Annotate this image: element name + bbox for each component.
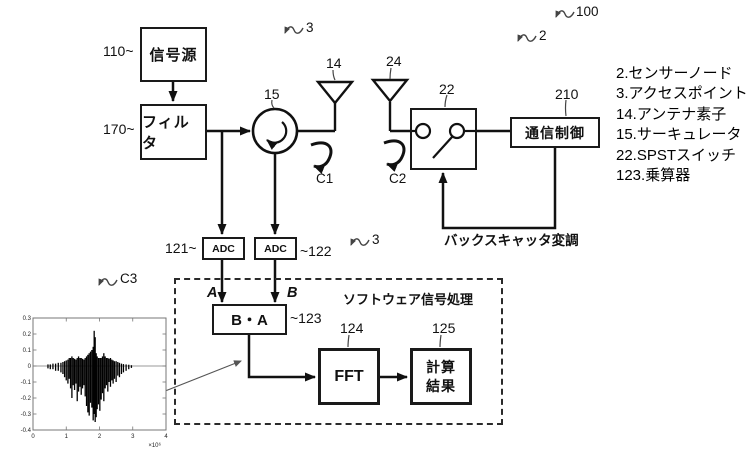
software-dsp-region — [174, 278, 503, 425]
ref-3-mid: 3 — [372, 232, 380, 247]
circulator-icon — [251, 107, 299, 155]
comm-control-block: 通信制御 — [510, 117, 600, 148]
ref-2: 2 — [539, 28, 547, 43]
port-label-b: B — [287, 285, 298, 301]
ref-c3: C3 — [120, 271, 138, 286]
ref-3-top: 3 — [306, 20, 314, 35]
ref-c2: C2 — [389, 171, 407, 186]
adc1-label: ADC — [212, 242, 235, 255]
multiplier-block: B・A — [212, 304, 287, 335]
svg-text:4: 4 — [164, 434, 168, 440]
legend-item: 22.SPSTスイッチ — [616, 146, 737, 164]
svg-text:-0.1: -0.1 — [21, 380, 32, 386]
antenna-24-icon — [370, 78, 410, 103]
ref-15: 15 — [264, 86, 280, 102]
adc2-label: ADC — [264, 242, 287, 255]
ref-22: 22 — [439, 81, 455, 97]
flow-arrows — [168, 82, 557, 382]
svg-text:×10⁶: ×10⁶ — [148, 442, 161, 449]
svg-text:2: 2 — [98, 434, 102, 440]
legend: 2.センサーノード 3.アクセスポイント 14.アンテナ素子 15.サーキュレー… — [616, 64, 748, 186]
ref-121: 121~ — [165, 240, 197, 256]
port-label-a: A — [207, 285, 218, 301]
ref-c1: C1 — [316, 171, 334, 186]
svg-text:-0.2: -0.2 — [21, 396, 32, 402]
fft-label: FFT — [334, 367, 364, 385]
curved-arrow-c1 — [310, 141, 333, 174]
svg-text:3: 3 — [131, 434, 135, 440]
filter-block: フィルタ — [140, 104, 207, 160]
adc2-block: ADC — [254, 237, 297, 260]
svg-text:0.2: 0.2 — [23, 332, 32, 338]
svg-text:1: 1 — [65, 434, 69, 440]
comm-control-label: 通信制御 — [525, 124, 585, 141]
legend-item: 2.センサーノード — [616, 65, 733, 82]
backscatter-caption: バックスキャッタ変調 — [444, 233, 579, 248]
ref-100: 100 — [576, 4, 599, 19]
legend-item: 15.サーキュレータ — [616, 126, 742, 144]
svg-text:-0.3: -0.3 — [21, 412, 32, 418]
squiggle-leaders — [98, 10, 575, 286]
filter-label: フィルタ — [142, 114, 190, 152]
calc-result-label: 計算結果 — [426, 358, 456, 394]
ref-210: 210 — [555, 86, 579, 102]
svg-text:0: 0 — [28, 364, 32, 370]
ref-123: ~123 — [290, 310, 322, 326]
spst-switch-block — [410, 108, 477, 170]
number-leaders — [271, 67, 567, 348]
legend-item: 123.乗算器 — [616, 167, 691, 185]
ref-125: 125 — [432, 320, 456, 336]
calc-result-block: 計算結果 — [410, 348, 472, 405]
multiplier-label: B・A — [231, 312, 268, 329]
ref-110: 110~ — [103, 43, 134, 59]
legend-item: 3.アクセスポイント — [616, 85, 748, 103]
software-dsp-caption: ソフトウェア信号処理 — [343, 292, 474, 307]
spst-switch-icon — [410, 122, 477, 159]
ref-14: 14 — [326, 55, 342, 71]
ref-124: 124 — [340, 320, 364, 336]
ref-122: ~122 — [300, 243, 332, 259]
svg-text:0.1: 0.1 — [23, 348, 32, 354]
ref-170: 170~ — [103, 121, 135, 137]
ref-24: 24 — [386, 53, 402, 69]
connector-lines — [297, 102, 510, 133]
svg-text:-0.4: -0.4 — [21, 428, 32, 434]
legend-item: 14.アンテナ素子 — [616, 105, 727, 123]
signal-source-block: 信号源 — [140, 27, 207, 82]
fft-block: FFT — [318, 348, 380, 405]
curved-arrow-c2 — [383, 139, 406, 172]
adc1-block: ADC — [202, 237, 245, 260]
svg-text:0: 0 — [31, 434, 35, 440]
antenna-14-icon — [315, 80, 355, 105]
signal-source-label: 信号源 — [149, 47, 198, 64]
svg-text:0.3: 0.3 — [23, 316, 32, 322]
